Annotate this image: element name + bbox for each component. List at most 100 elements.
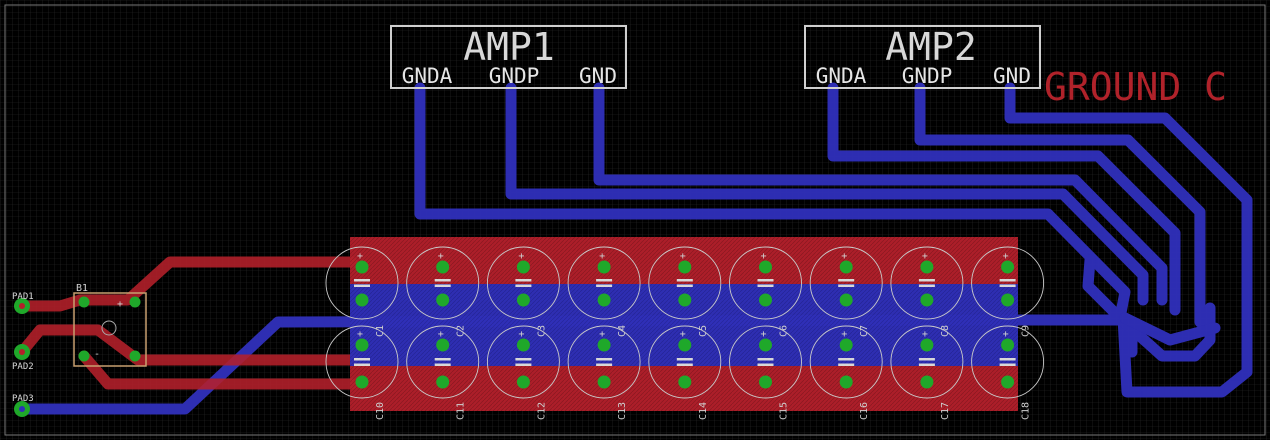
bridge-plus: + xyxy=(117,299,123,310)
capacitor-plate xyxy=(757,363,774,366)
capacitor-plate xyxy=(515,358,532,361)
bridge-pad xyxy=(78,296,90,308)
amp1-pin-gnd: GND xyxy=(579,64,617,88)
capacitor-pad xyxy=(597,375,611,389)
capacitor-pad xyxy=(839,375,853,389)
capacitor-pad xyxy=(678,338,692,352)
capacitor-outline xyxy=(971,246,1045,320)
capacitor-pad xyxy=(839,338,853,352)
capacitor-pad xyxy=(355,338,369,352)
capacitor-c10: +C10 xyxy=(325,325,399,420)
capacitor-outline xyxy=(406,325,480,399)
capacitor-pad xyxy=(516,293,530,307)
capacitor-plate xyxy=(999,363,1016,366)
capacitor-outline xyxy=(567,246,641,320)
bridge-label: B1 xyxy=(76,283,88,294)
amp2-title: AMP2 xyxy=(885,25,977,69)
ground-c-label: GROUND C xyxy=(1044,65,1227,109)
capacitor-pad xyxy=(355,260,369,274)
pad2-label: PAD2 xyxy=(12,362,34,372)
capacitor-c15: +C15 xyxy=(729,325,802,420)
capacitor-plus-mark: + xyxy=(761,251,767,262)
capacitor-c16: + C16 xyxy=(809,325,883,420)
capacitor-pad xyxy=(678,293,692,307)
capacitor-outline xyxy=(971,325,1045,399)
capacitor-plate xyxy=(596,279,613,282)
capacitor-plate xyxy=(838,358,855,361)
capacitor-plate xyxy=(434,358,451,361)
capacitor-c11: + C11 xyxy=(406,325,480,420)
capacitor-pad xyxy=(436,260,450,274)
capacitor-pad xyxy=(597,338,611,352)
amp2-connector: AMP2 GNDA GNDP GND xyxy=(804,25,1041,89)
capacitor-plate xyxy=(999,279,1016,282)
capacitor-plus-mark: + xyxy=(518,329,524,340)
capacitor-plus-mark: + xyxy=(841,329,847,340)
capacitor-pad xyxy=(1001,260,1015,274)
capacitor-pad xyxy=(1001,338,1015,352)
capacitor-label: C18 xyxy=(1021,402,1032,420)
capacitor-outline xyxy=(325,325,399,399)
capacitor-plus-mark: + xyxy=(841,251,847,262)
capacitor-c18: +C18 xyxy=(971,325,1045,420)
bridge-rectifier: B1 + - xyxy=(73,283,147,367)
capacitor-pad xyxy=(759,375,772,389)
capacitor-outline xyxy=(567,325,641,399)
capacitor-pad xyxy=(597,260,611,274)
capacitor-plate xyxy=(434,279,451,282)
bridge-minus: - xyxy=(94,349,100,360)
capacitor-plus-mark: + xyxy=(599,329,605,340)
amp1-title: AMP1 xyxy=(463,25,555,69)
capacitor-plate xyxy=(515,279,532,282)
capacitor-pad xyxy=(920,375,934,389)
capacitor-outline xyxy=(729,325,802,399)
capacitor-pad xyxy=(1001,375,1015,389)
capacitor-plate xyxy=(757,279,774,282)
capacitor-plus-mark: + xyxy=(438,329,444,340)
amp1-pin-gnda: GNDA xyxy=(402,64,453,88)
capacitor-pad xyxy=(678,375,692,389)
capacitor-outline xyxy=(648,325,722,399)
capacitor-plate xyxy=(757,284,774,287)
amp1-connector: AMP1 GNDA GNDP GND xyxy=(390,25,627,89)
capacitor-plate xyxy=(838,279,855,282)
pad1-drill xyxy=(19,303,25,309)
capacitor-pad xyxy=(516,338,530,352)
capacitor-pad xyxy=(516,375,530,389)
amp2-pin-gnd: GND xyxy=(993,64,1031,88)
capacitor-pad xyxy=(920,260,934,274)
capacitor-plus-mark: + xyxy=(438,251,444,262)
capacitor-c13: +C13 xyxy=(567,325,641,420)
capacitor-outline xyxy=(325,246,399,320)
capacitor-plate xyxy=(676,279,693,282)
capacitor-plate xyxy=(354,358,370,361)
capacitor-outline xyxy=(406,246,480,320)
capacitor-outline xyxy=(890,246,964,320)
capacitor-label: C10 xyxy=(375,402,386,420)
capacitor-plate xyxy=(838,284,855,287)
capacitor-outline xyxy=(486,246,560,320)
capacitor-outline xyxy=(809,246,883,320)
capacitor-pad xyxy=(678,260,692,274)
capacitor-label: C16 xyxy=(859,402,870,420)
capacitor-plus-mark: + xyxy=(357,251,363,262)
amp2-pin-gndp: GNDP xyxy=(902,64,953,88)
capacitor-plate xyxy=(354,363,370,366)
capacitor-outline xyxy=(809,325,883,399)
capacitor-plate xyxy=(434,284,451,287)
capacitor-pad xyxy=(355,375,369,389)
pad3-label: PAD3 xyxy=(12,394,34,404)
capacitor-c14: +C14 xyxy=(648,325,722,420)
capacitor-outline xyxy=(648,246,722,320)
capacitor-label: C11 xyxy=(456,402,467,420)
capacitor-plate xyxy=(434,363,451,366)
pad2-drill xyxy=(19,349,25,355)
capacitor-outline xyxy=(890,325,964,399)
capacitor-plus-mark: + xyxy=(680,329,686,340)
capacitor-pad xyxy=(759,293,772,307)
bridge-pad xyxy=(129,296,141,308)
capacitor-plate xyxy=(838,363,855,366)
capacitor-plus-mark: + xyxy=(1003,251,1009,262)
capacitor-plate xyxy=(515,284,532,287)
